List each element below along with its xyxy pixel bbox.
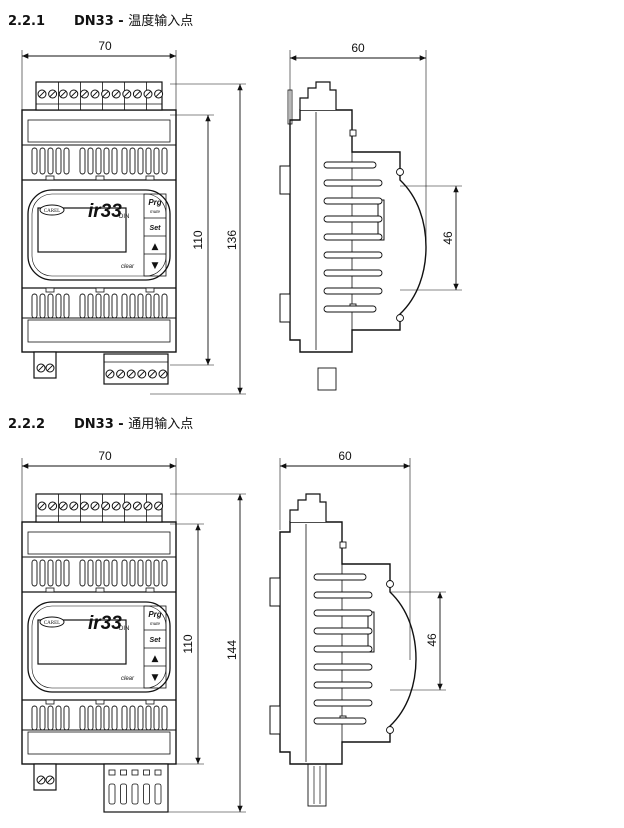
brand-logo — [39, 616, 65, 628]
down-arrow-icon: ▼ — [152, 261, 159, 271]
section-model: DN33 — [74, 417, 114, 432]
model-suffix: DIN — [119, 626, 129, 632]
section-description: 温度输入点 — [128, 14, 194, 29]
dimension-rail-1: 46 — [400, 185, 462, 291]
dimension-total-height-2: 144 — [150, 493, 246, 813]
top-terminal-block — [36, 82, 164, 110]
dimension-inner-height-2: 110 — [170, 523, 204, 765]
section-number: 2.2.1 — [8, 14, 46, 29]
set-button-label: Set — [150, 637, 162, 644]
brand-text: CAREL — [44, 621, 60, 626]
model-name: ir33 — [88, 201, 122, 222]
set-button-label: Set — [150, 225, 162, 232]
dimension-width-1: 70 — [21, 39, 177, 190]
section-description: 通用输入点 — [128, 417, 194, 432]
mute-label: mute — [150, 209, 161, 214]
brand-logo — [39, 204, 65, 216]
section-separator: - — [118, 14, 124, 29]
dimension-label: 46 — [441, 231, 455, 245]
dimension-label: 46 — [425, 633, 439, 647]
model-suffix: DIN — [119, 214, 129, 220]
mute-label: mute — [150, 621, 161, 626]
dimension-label: 136 — [225, 230, 239, 250]
dimension-label: 70 — [98, 449, 112, 463]
brand-text: CAREL — [44, 209, 60, 214]
section-title-2-2-1: 2.2.1 DN33 - 温度输入点 — [8, 10, 193, 29]
prg-button-label: Prg — [148, 198, 161, 207]
prg-button-label: Prg — [148, 610, 161, 619]
dimension-label: 60 — [338, 449, 352, 463]
dimension-depth-2: 60 — [279, 449, 411, 660]
bottom-terminals-universal — [33, 763, 169, 813]
up-arrow-icon: ▲ — [152, 242, 159, 252]
dimension-label: 60 — [351, 41, 365, 55]
down-arrow-icon: ▼ — [152, 673, 159, 683]
section-model: DN33 — [74, 14, 114, 29]
dimension-label: 110 — [181, 634, 195, 653]
dimension-rail-2: 46 — [390, 591, 446, 691]
dimension-depth-1: 60 — [289, 41, 427, 250]
side-view-1 — [279, 81, 427, 391]
clear-label: clear — [121, 676, 135, 682]
dimension-inner-height-1: 110 — [170, 114, 214, 366]
section-title-2-2-2: 2.2.2 DN33 - 通用输入点 — [8, 413, 193, 432]
dimension-width-2: 70 — [21, 449, 177, 600]
dimension-label: 144 — [225, 640, 239, 660]
model-name: ir33 — [88, 613, 122, 634]
clear-label: clear — [121, 264, 135, 270]
dimension-total-height-1: 136 — [150, 83, 246, 395]
side-view-2 — [269, 493, 417, 807]
top-terminal-block — [36, 494, 164, 522]
dimension-label: 70 — [98, 39, 112, 53]
section-number: 2.2.2 — [8, 417, 46, 432]
dimension-label: 110 — [191, 230, 205, 249]
section-separator: - — [118, 417, 124, 432]
bottom-terminals-temp — [33, 351, 169, 385]
up-arrow-icon: ▲ — [152, 654, 159, 664]
